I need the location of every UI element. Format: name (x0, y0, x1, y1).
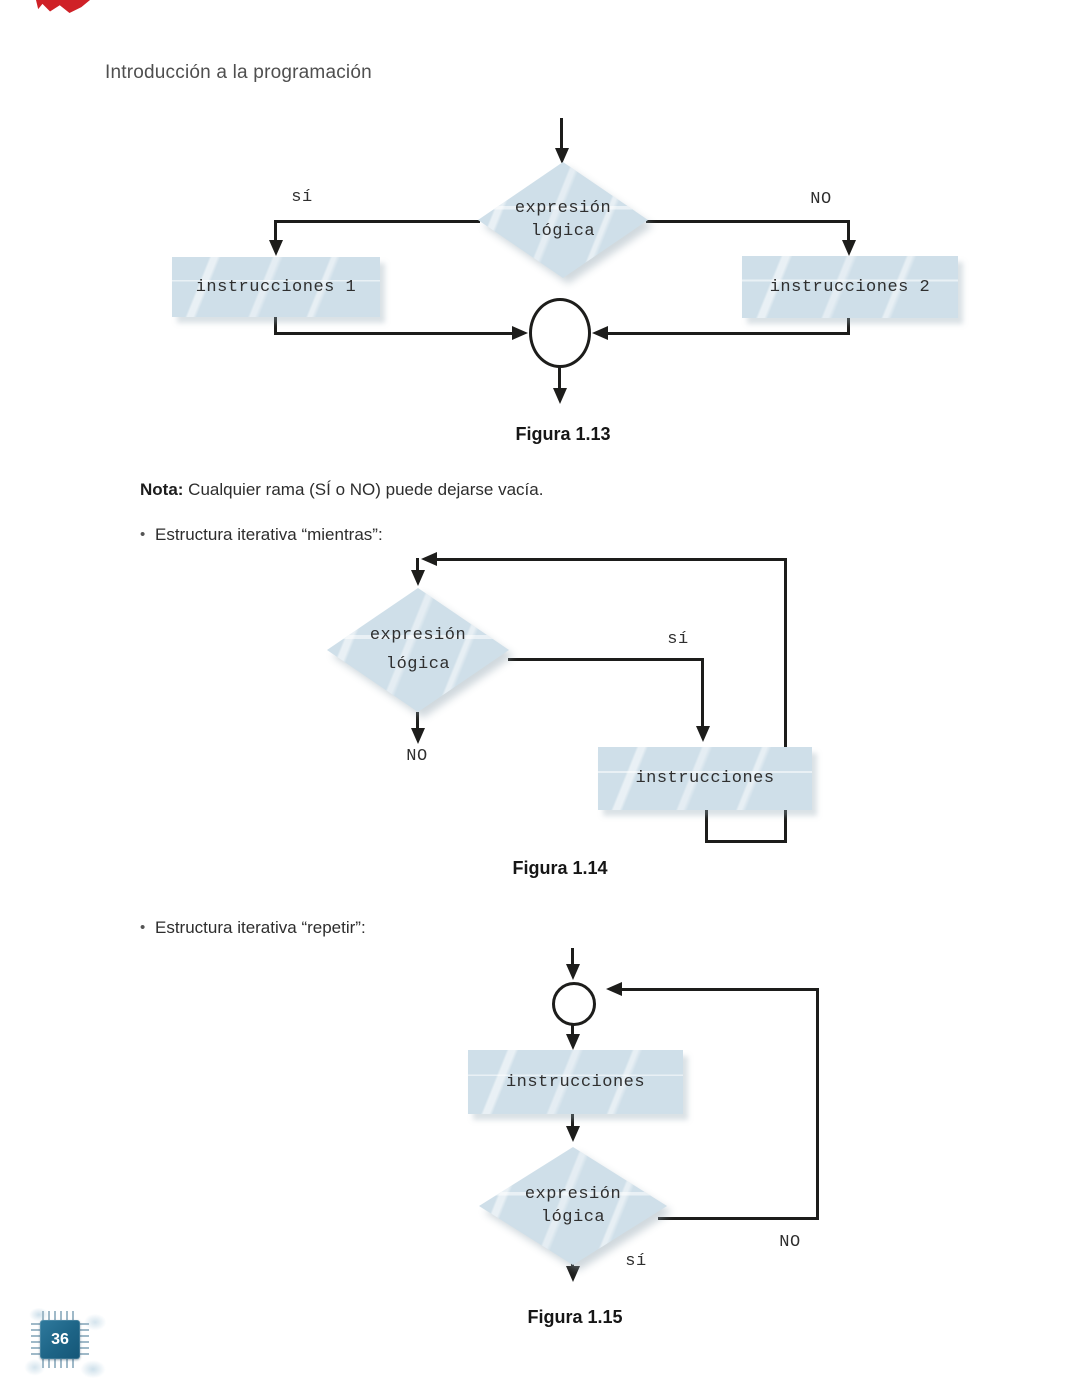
connector-circle (529, 298, 591, 368)
arrowhead-icon (553, 388, 567, 404)
arrowhead-icon (566, 1034, 580, 1050)
flow-line (816, 988, 819, 1220)
flow-line (658, 1217, 819, 1220)
flow-line (558, 366, 561, 390)
arrowhead-icon (696, 726, 710, 742)
figure-caption: Figura 1.15 (527, 1307, 623, 1327)
chip-pins-icon (42, 1359, 78, 1368)
figure-caption: Figura 1.13 (515, 424, 611, 444)
flow-line (416, 712, 419, 730)
decision-label-line1: expresión (524, 1185, 622, 1204)
chip-pins-icon (42, 1311, 78, 1320)
flow-line (847, 318, 850, 335)
decision-diamond: expresión lógica (479, 1147, 667, 1265)
flow-line (622, 988, 819, 991)
branch-label-yes: sí (625, 1252, 647, 1271)
process-box: instrucciones (598, 747, 812, 810)
flow-line (274, 220, 277, 242)
arrowhead-icon (566, 1126, 580, 1142)
flow-line (571, 1024, 574, 1036)
branch-label-yes: sí (291, 188, 313, 207)
flow-line (608, 332, 850, 335)
flow-line (274, 317, 277, 335)
page-header: Introducción a la programación (105, 62, 372, 83)
flow-line (560, 118, 563, 152)
figure-caption: Figura 1.14 (512, 858, 608, 878)
bullet-text: Estructura iterativa “mientras”: (155, 525, 383, 544)
arrowhead-icon (566, 1266, 580, 1282)
branch-label-no: NO (406, 747, 428, 766)
decision-label-line1: expresión (369, 626, 467, 645)
arrowhead-icon (512, 326, 528, 340)
flow-line (646, 220, 850, 223)
process-box: instrucciones 2 (742, 256, 958, 318)
flow-line (705, 840, 787, 843)
page-number: 36 (51, 1330, 69, 1348)
arrowhead-icon (592, 326, 608, 340)
flow-line (571, 1114, 574, 1128)
flow-line (784, 558, 787, 843)
arrowhead-icon (411, 570, 425, 586)
arrowhead-icon (842, 240, 856, 256)
note-text: Cualquier rama (SÍ o NO) puede dejarse v… (183, 480, 544, 499)
process-box: instrucciones (468, 1050, 683, 1114)
bullet-text: Estructura iterativa “repetir”: (155, 918, 366, 937)
decision-diamond: expresión lógica (327, 588, 509, 712)
decision-label-line2: lógica (530, 222, 596, 241)
process-box: instrucciones 1 (172, 257, 380, 317)
arrowhead-icon (411, 728, 425, 744)
process-box-label: instrucciones (635, 769, 775, 788)
flow-line (705, 810, 708, 843)
branch-label-yes: sí (667, 630, 689, 649)
note: Nota: Cualquier rama (SÍ o NO) puede dej… (140, 480, 543, 500)
arrowhead-icon (606, 982, 622, 996)
arrowhead-icon (421, 552, 437, 566)
flow-line (508, 658, 704, 661)
process-box-label: instrucciones 2 (769, 277, 931, 297)
decision-label-line1: expresión (514, 199, 612, 218)
bullet-item: • Estructura iterativa “repetir”: (140, 918, 366, 938)
process-box-label: instrucciones 1 (195, 277, 357, 297)
bullet-dot: • (140, 919, 146, 936)
flow-line (571, 948, 574, 966)
bullet-dot: • (140, 526, 146, 543)
decision-label-line2: lógica (540, 1208, 606, 1227)
flow-line (571, 1263, 574, 1267)
process-box-label: instrucciones (505, 1072, 646, 1092)
flow-line (437, 558, 787, 561)
flow-line (274, 332, 514, 335)
arrowhead-icon (269, 240, 283, 256)
chip-icon: 36 (40, 1320, 80, 1359)
arrowhead-icon (555, 148, 569, 164)
connector-circle (552, 982, 596, 1026)
page-number-badge: 36 (14, 1294, 118, 1388)
bullet-item: • Estructura iterativa “mientras”: (140, 525, 383, 545)
flow-line (274, 220, 480, 223)
chip-pins-icon (31, 1323, 40, 1357)
torn-corner-decoration (36, 0, 90, 13)
branch-label-no: NO (810, 190, 832, 209)
decision-diamond: expresión lógica (478, 162, 648, 278)
branch-label-no: NO (779, 1233, 801, 1252)
note-label: Nota: (140, 480, 184, 499)
flow-line (416, 558, 419, 572)
decision-label-line2: lógica (385, 655, 451, 674)
arrowhead-icon (566, 964, 580, 980)
flow-line (847, 220, 850, 242)
flow-line (701, 658, 704, 728)
chip-pins-icon (80, 1323, 89, 1357)
